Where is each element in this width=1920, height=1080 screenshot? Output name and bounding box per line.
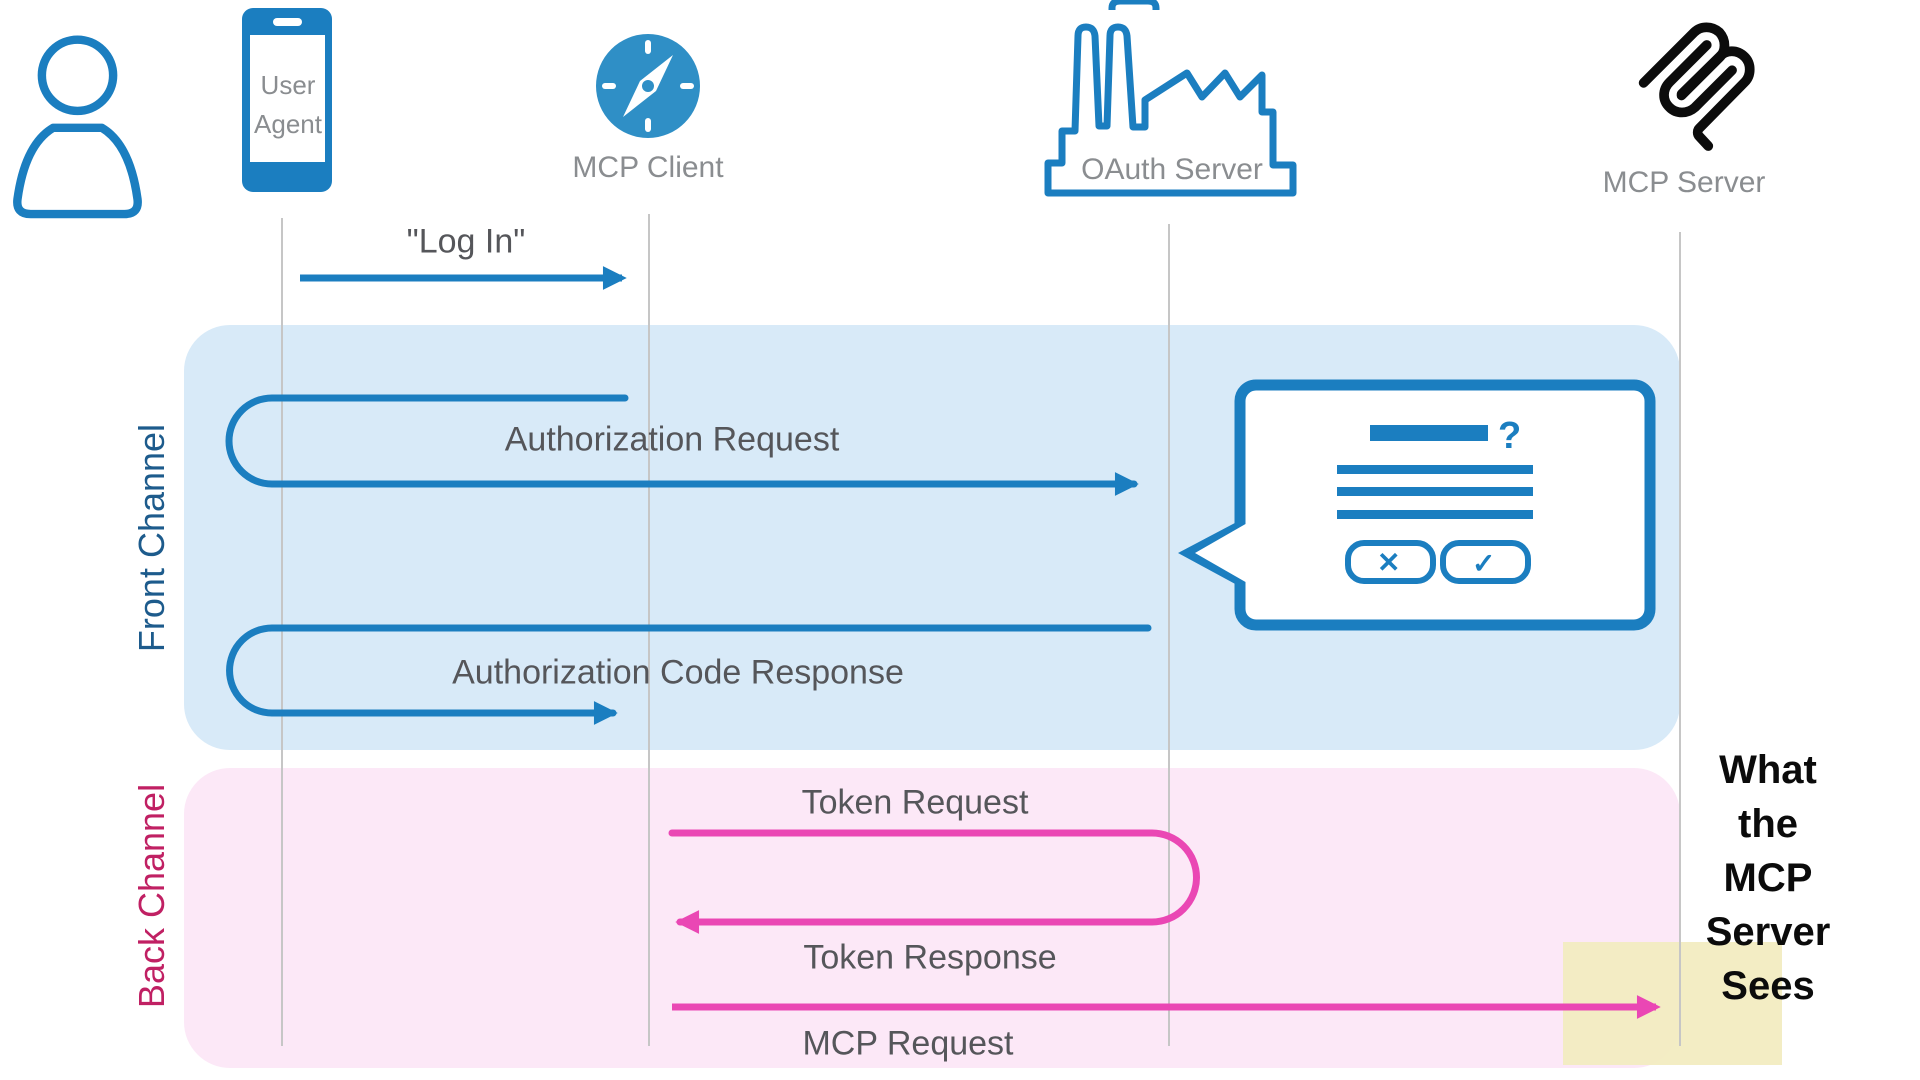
lifeline-oauth-server bbox=[1168, 224, 1170, 1046]
x-icon: ✕ bbox=[1377, 547, 1400, 578]
question-mark-icon: ? bbox=[1498, 415, 1521, 457]
authorization-code-response-arrow bbox=[226, 624, 1152, 725]
lifeline-user-agent bbox=[281, 218, 283, 1046]
token-request-label: Token Request bbox=[801, 783, 1029, 822]
authorization-request-arrow bbox=[225, 394, 1139, 496]
user-agent-label: User Agent bbox=[254, 70, 322, 139]
smartphone-icon bbox=[242, 8, 332, 192]
approve-button[interactable]: ✓ bbox=[1440, 540, 1531, 584]
log-in-label: "Log In" bbox=[406, 222, 526, 261]
deny-button[interactable]: ✕ bbox=[1345, 540, 1436, 584]
consent-dialog: ? ✕ ✓ bbox=[1178, 379, 1656, 631]
factory-icon bbox=[1044, 0, 1297, 197]
authorization-code-response-label: Authorization Code Response bbox=[452, 653, 904, 692]
token-response-label: Token Response bbox=[803, 938, 1057, 977]
mcp-request-label: MCP Request bbox=[802, 1024, 1014, 1063]
authorization-request-label: Authorization Request bbox=[504, 420, 840, 459]
mcp-logo-icon bbox=[1638, 22, 1755, 151]
back-channel-label: Back Channel bbox=[131, 783, 172, 1009]
person-icon bbox=[13, 35, 142, 219]
dialog-title-bar bbox=[1370, 425, 1488, 441]
token-request-arrow bbox=[668, 829, 1200, 934]
lifeline-mcp-server bbox=[1679, 232, 1681, 1046]
oauth-server-label: OAuth Server bbox=[1081, 153, 1263, 186]
what-mcp-server-sees-annotation: What the MCP Server Sees bbox=[1705, 748, 1831, 1008]
mcp-client-label: MCP Client bbox=[572, 151, 724, 184]
check-icon: ✓ bbox=[1472, 548, 1495, 579]
front-channel-label: Front Channel bbox=[131, 423, 172, 653]
mcp-server-label: MCP Server bbox=[1602, 166, 1766, 199]
back-channel-band bbox=[184, 768, 1680, 1068]
compass-icon bbox=[596, 34, 700, 138]
